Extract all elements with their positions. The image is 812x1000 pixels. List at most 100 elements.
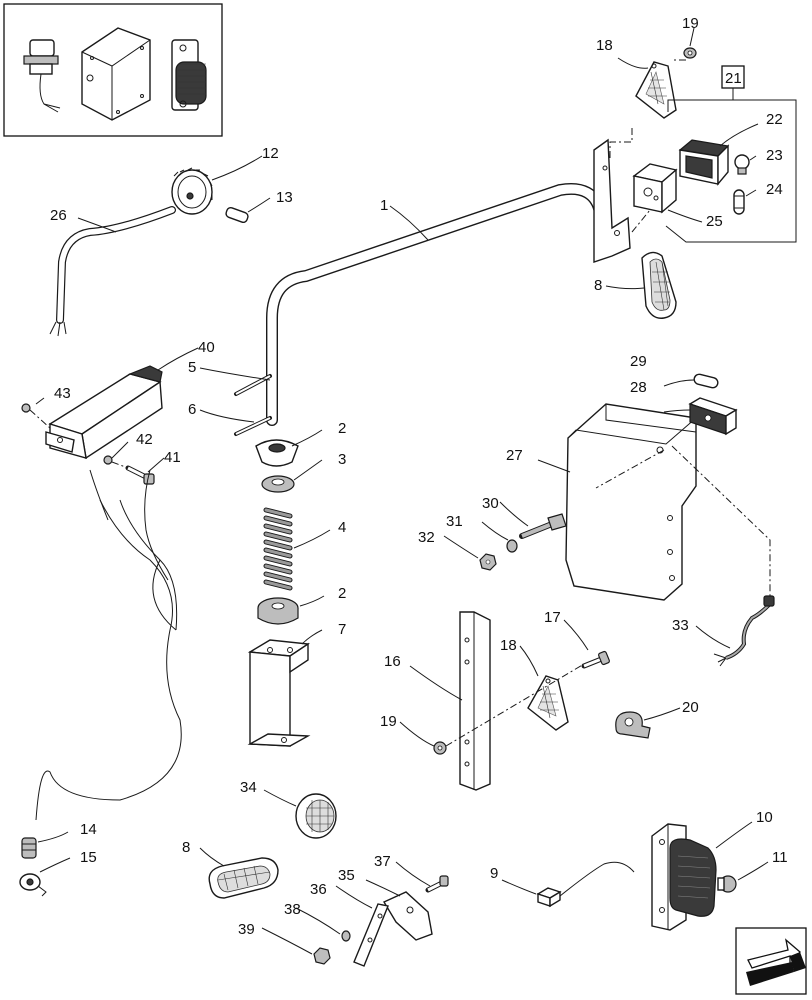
lamp-block-28 (688, 397, 738, 436)
wiring-harness (35, 469, 182, 821)
callout-19-upper: 19 (682, 15, 699, 32)
callout-31: 31 (446, 513, 463, 530)
nut-32 (479, 553, 497, 571)
callout-36: 36 (310, 881, 327, 898)
terminal-14 (21, 837, 37, 859)
callout-40: 40 (198, 339, 215, 356)
festoon-bulb-24 (733, 189, 745, 215)
nut-39 (313, 947, 331, 965)
callout-19-lower: 19 (380, 713, 397, 730)
control-unit-40 (45, 365, 163, 460)
callout-18-lower: 18 (500, 637, 517, 654)
bracket-21 (665, 65, 797, 243)
festoon-bulb-29 (693, 373, 719, 389)
callout-33: 33 (672, 617, 689, 634)
callout-labels: 1 2 3 4 5 6 2 7 8 8 9 10 11 12 13 14 15 … (50, 15, 788, 938)
pin-5 (234, 374, 272, 396)
bushing-2-lower (257, 597, 299, 625)
callout-24: 24 (766, 181, 783, 198)
bolt-37 (425, 875, 449, 893)
side-lamp-10 (651, 823, 717, 931)
callout-38: 38 (284, 901, 301, 918)
callout-2-lower: 2 (338, 585, 346, 602)
plate-35 (382, 891, 433, 941)
oval-reflector-8-lower (208, 857, 279, 899)
callout-37: 37 (374, 853, 391, 870)
spring-4 (263, 507, 293, 591)
bulb-23 (734, 154, 750, 175)
callout-18-upper: 18 (596, 37, 613, 54)
washer-19-upper (683, 47, 697, 59)
pin-6 (234, 416, 272, 436)
callout-34: 34 (240, 779, 257, 796)
callout-16: 16 (384, 653, 401, 670)
callout-11: 11 (772, 849, 788, 866)
bracket-7 (247, 639, 311, 747)
callout-8-lower: 8 (182, 839, 190, 856)
component-overview-inset (3, 3, 223, 137)
washer-31 (506, 539, 518, 553)
flat-bar-16 (459, 611, 491, 791)
callout-29: 29 (630, 353, 647, 370)
callout-26: 26 (50, 207, 67, 224)
mounting-plate-27 (565, 403, 697, 601)
callout-28: 28 (630, 379, 647, 396)
callout-13: 13 (276, 189, 293, 206)
strip-36 (353, 903, 389, 967)
callout-21: 21 (725, 70, 742, 87)
callout-6: 6 (188, 401, 196, 418)
cable-33 (713, 595, 775, 667)
triangular-reflector-lower (527, 675, 569, 731)
callout-25: 25 (706, 213, 723, 230)
oval-reflector-8-upper (641, 251, 677, 319)
callout-41: 41 (164, 449, 181, 466)
washer-43 (21, 403, 31, 413)
callout-12: 12 (262, 145, 279, 162)
leader-lines (35, 27, 769, 955)
switch-9 (536, 861, 635, 908)
inset-side-lamp-icon (171, 39, 207, 111)
callout-1: 1 (380, 197, 388, 214)
callout-23: 23 (766, 147, 783, 164)
bolt-30 (519, 513, 567, 539)
callout-10: 10 (756, 809, 773, 826)
washer-19-lower (433, 741, 447, 755)
callout-5: 5 (188, 359, 196, 376)
washer-3 (261, 475, 295, 493)
clip-15 (19, 873, 47, 897)
callout-17: 17 (544, 609, 561, 626)
inset-control-box-icon (81, 27, 151, 121)
callout-20: 20 (682, 699, 699, 716)
callout-15: 15 (80, 849, 97, 866)
next-page-arrow-icon[interactable] (735, 927, 807, 995)
p-clip-20 (615, 711, 651, 739)
bushing-2-upper (255, 439, 299, 467)
bulb-11 (717, 875, 737, 893)
callout-7: 7 (338, 621, 346, 638)
callout-35: 35 (338, 867, 355, 884)
cable-26 (49, 206, 176, 337)
callout-22: 22 (766, 111, 783, 128)
main-support-bar (266, 138, 631, 426)
round-reflector-34 (295, 793, 337, 839)
callout-32: 32 (418, 529, 435, 546)
callout-14: 14 (80, 821, 97, 838)
inset-sensor-icon (23, 39, 61, 113)
callout-39: 39 (238, 921, 255, 938)
lamp-block-25 (632, 163, 678, 214)
plug-13 (225, 206, 249, 224)
callout-4: 4 (338, 519, 346, 536)
callout-8-upper: 8 (594, 277, 602, 294)
washer-38 (341, 930, 351, 942)
washer-42 (103, 455, 113, 465)
callout-3: 3 (338, 451, 346, 468)
callout-42: 42 (136, 431, 153, 448)
lamp-housing-22 (678, 139, 730, 186)
callout-9: 9 (490, 865, 498, 882)
triangular-reflector-upper (635, 61, 677, 119)
callout-43: 43 (54, 385, 71, 402)
round-connector-12 (171, 167, 213, 215)
callout-2-upper: 2 (338, 420, 346, 437)
bolt-17 (581, 650, 610, 669)
